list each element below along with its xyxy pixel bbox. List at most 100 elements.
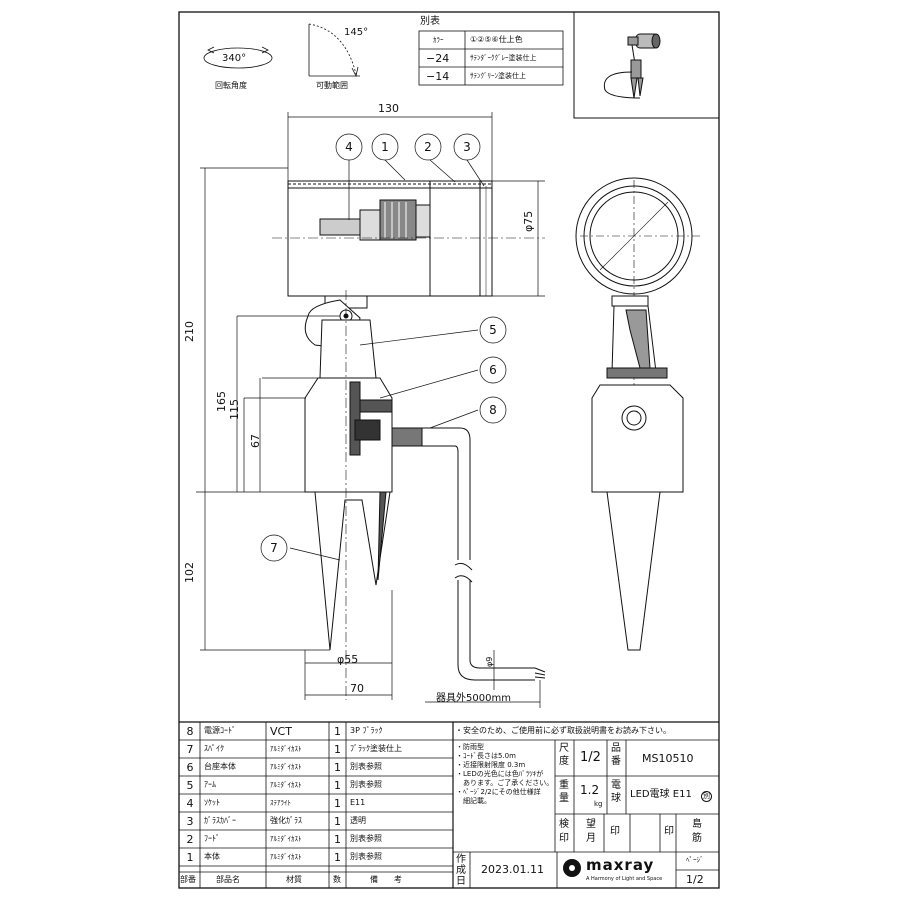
part-name: 台座本体 xyxy=(204,762,236,771)
brand-name: maxray xyxy=(586,856,655,874)
spec-note: ・LEDの光色には色ﾊﾞﾗﾂｷが xyxy=(456,770,544,778)
product-number: MS10510 xyxy=(642,752,694,765)
callout-5-label: 5 xyxy=(489,323,497,337)
scale-label: 尺度 xyxy=(559,743,569,767)
rotation-value: 340° xyxy=(222,53,247,64)
dim-dia-9: φ9 xyxy=(485,656,494,667)
callout-7 xyxy=(260,534,288,562)
front-view xyxy=(575,177,700,651)
variant-row-code: −14 xyxy=(426,70,450,83)
part-name: ｽﾊﾟｲｸ xyxy=(204,744,224,753)
rotation-icon xyxy=(203,47,273,69)
callout-4-label: 4 xyxy=(345,140,353,154)
callout-1-label: 1 xyxy=(381,140,389,154)
dim-height-102: 102 xyxy=(183,562,196,583)
drafter: 島筋 xyxy=(692,819,702,844)
part-qty: 1 xyxy=(334,797,341,810)
page-number: 1/2 xyxy=(686,873,704,886)
variant-table-title: 別表 xyxy=(420,16,440,27)
dim-height-210: 210 xyxy=(183,321,196,342)
callout-1 xyxy=(371,133,399,161)
dim-width-70: 70 xyxy=(350,682,364,695)
part-note: 別表参照 xyxy=(350,834,382,843)
bulb-label: 電球 xyxy=(611,780,621,804)
inspect-label: 検印 xyxy=(559,819,569,844)
parts-header-material: 材質 xyxy=(286,875,302,884)
part-material: VCT xyxy=(270,725,292,738)
parts-header-qty: 数 xyxy=(333,875,341,884)
spec-note: あります。ご了承ください。 xyxy=(456,779,554,787)
part-note: ﾌﾞﾗｯｸ塗装仕上 xyxy=(350,744,402,753)
parts-header-name: 部品名 xyxy=(216,875,240,884)
part-no: 2 xyxy=(186,833,194,846)
page-label: ﾍﾟｰｼﾞ xyxy=(686,856,704,864)
variant-row-code: −24 xyxy=(426,52,450,65)
thumbnail-spotlight xyxy=(603,33,661,99)
part-qty: 1 xyxy=(334,851,341,864)
callout-8-label: 8 xyxy=(489,403,497,417)
part-no: 1 xyxy=(186,851,194,864)
variant-header-left: ｶﾗｰ xyxy=(433,36,444,44)
spec-note: ・ﾍﾟｰｼﾞ2/2にその他仕様詳 xyxy=(456,788,541,796)
callout-8 xyxy=(479,396,507,424)
part-qty: 1 xyxy=(334,743,341,756)
safety-notice: ・安全のため、ご使用前に必ず取扱説明書をお読み下さい。 xyxy=(455,726,671,735)
movable-range-icon xyxy=(308,23,360,78)
part-note: 3P ﾌﾞﾗｯｸ xyxy=(350,726,383,735)
weight-value: 1.2 xyxy=(580,783,600,797)
part-material: ｽﾃｱﾗｲﾄ xyxy=(270,799,291,807)
callout-leaders xyxy=(260,133,507,562)
part-name: 本体 xyxy=(204,852,220,861)
dim-dia-55: φ55 xyxy=(337,653,359,666)
rotation-label: 回転角度 xyxy=(215,81,247,90)
part-qty: 1 xyxy=(334,815,341,828)
callout-6 xyxy=(479,356,507,384)
part-qty: 1 xyxy=(334,725,341,738)
dim-cord-length: 器具外5000mm xyxy=(436,693,511,704)
movable-label: 可動範囲 xyxy=(316,81,348,90)
dim-width-130: 130 xyxy=(378,102,399,115)
part-qty: 1 xyxy=(334,761,341,774)
dim-height-115: 115 xyxy=(228,399,241,420)
part-material: ｱﾙﾐﾀﾞｲｶｽﾄ xyxy=(270,835,302,843)
dim-height-165: 165 xyxy=(215,391,228,412)
part-material: ｱﾙﾐﾀﾞｲｶｽﾄ xyxy=(270,853,302,861)
spec-note: ・ｺｰﾄﾞ長さは5.0m xyxy=(456,752,516,760)
part-material: 強化ｶﾞﾗｽ xyxy=(270,816,302,825)
callout-3-label: 3 xyxy=(463,140,471,154)
part-qty: 1 xyxy=(334,833,341,846)
callout-4 xyxy=(335,133,363,161)
variant-row-finish: ｻﾃﾝﾀﾞｰｸｸﾞﾚｰ塗装仕上 xyxy=(470,54,537,62)
part-note: 透明 xyxy=(350,816,366,825)
callout-6-label: 6 xyxy=(489,363,497,377)
part-no: 6 xyxy=(186,761,194,774)
part-no: 7 xyxy=(186,743,194,756)
made-label: 作成日 xyxy=(456,854,466,887)
part-name: ﾌｰﾄﾞ xyxy=(204,834,220,843)
callout-2 xyxy=(414,133,442,161)
seal-label-2: 印 xyxy=(664,826,674,837)
part-material: ｱﾙﾐﾀﾞｲｶｽﾄ xyxy=(270,781,302,789)
part-name: ｿｹｯﾄ xyxy=(204,798,220,807)
spec-note: ・近接限射限度 0.3m xyxy=(456,761,526,769)
weight-label: 重量 xyxy=(559,780,569,804)
parts-header-no: 部番 xyxy=(180,875,196,884)
spec-notes: ・防雨型 ・ｺｰﾄﾞ長さは5.0m ・近接限射限度 0.3m ・LEDの光色には… xyxy=(456,743,553,806)
callout-3 xyxy=(453,133,481,161)
dim-dia-75: φ75 xyxy=(522,210,535,232)
part-name: 電源ｺｰﾄﾞ xyxy=(204,726,236,735)
part-qty: 1 xyxy=(334,779,341,792)
part-material: ｱﾙﾐﾀﾞｲｶｽﾄ xyxy=(270,763,302,771)
spec-note: 細記載。 xyxy=(456,797,491,805)
variant-table-grid xyxy=(418,30,564,86)
part-no: 4 xyxy=(186,797,194,810)
bulb-mark: 別 xyxy=(701,791,712,802)
scale-value: 1/2 xyxy=(580,750,601,765)
issue-date: 2023.01.11 xyxy=(481,863,544,876)
part-note: 別表参照 xyxy=(350,780,382,789)
dim-height-67: 67 xyxy=(249,434,262,448)
callout-7-label: 7 xyxy=(270,541,278,555)
seal-label: 印 xyxy=(610,826,620,837)
side-view-body xyxy=(272,180,546,700)
